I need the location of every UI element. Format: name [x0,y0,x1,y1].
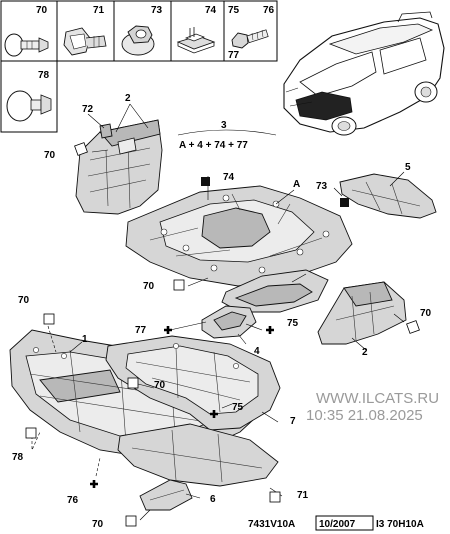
legend-ref-70: 70 [36,5,48,16]
callout-70-b: 70 [143,281,155,292]
part-2-left-shield [75,119,163,215]
legend-ref-76: 76 [263,5,275,16]
callout-71: 71 [297,490,309,501]
footer: 7431V10A 10/2007 I3 70H10A [248,515,424,531]
footer-code: 7431V10A [248,519,295,530]
bolt-markers [90,326,274,488]
push-rivet-icon [4,33,49,57]
callout-A: A [293,179,300,190]
legend-ref-75: 75 [228,5,240,16]
callout-75-b: 75 [232,402,244,413]
callout-70-f: 70 [92,519,104,530]
clip-fastener-icon [63,27,107,56]
callout-5: 5 [405,162,411,173]
part-A-undertray [125,185,353,287]
part-1-lower-strip [117,423,279,487]
watermark-site: WWW.ILCATS.RU [316,390,439,407]
callout-1: 1 [82,334,88,345]
part-6-bracket [139,479,193,511]
callout-70-d: 70 [420,308,432,319]
callout-76: 76 [67,495,79,506]
callout-70-e: 70 [154,380,166,391]
part-4-tray [201,305,257,339]
legend-ref-77: 77 [228,50,240,61]
reference-boxes [25,142,420,527]
part-7-center-shield [105,335,281,431]
watermark: WWW.ILCATS.RU 10:35 21.08.2025 [306,390,439,424]
flange-nut-icon [121,25,155,56]
legend-ref-78: 78 [38,70,50,81]
footer-ref: I3 70H10A [376,519,424,530]
callout-72: 72 [82,104,94,115]
callout-74: 74 [223,172,235,183]
callout-75-a: 75 [287,318,299,329]
vehicle-location-icon [283,11,445,136]
callout-2-right: 2 [362,347,368,358]
callout-77: 77 [135,325,147,336]
callout-70-a: 70 [44,150,56,161]
callout-2-top: 2 [125,93,131,104]
part-5-right-shield [339,173,437,219]
part-A-rear-extension [221,269,329,313]
fastener-legend: 70 71 73 74 75 76 [0,0,278,133]
bolt-icon [231,29,269,49]
callout-6: 6 [210,494,216,505]
callout-73: 73 [316,181,328,192]
callout-4: 4 [254,346,260,357]
callout-labels: 72 2 70 74 A 73 5 70 70 70 1 77 75 4 2 7… [12,93,432,530]
large-push-rivet-icon [6,90,52,122]
callout-70-c: 70 [18,295,30,306]
callout-78: 78 [12,452,24,463]
callout-7: 7 [290,416,296,427]
spring-nut-icon [176,27,216,54]
part-2-right-panel [317,281,407,345]
kit-formula: A + 4 + 74 + 77 [179,140,248,151]
kit-bracket: 3 A + 4 + 74 + 77 [177,120,277,151]
kit-ref-3: 3 [221,120,227,131]
footer-date: 10/2007 [319,519,356,530]
legend-ref-73: 73 [151,5,163,16]
legend-ref-71: 71 [93,5,105,16]
watermark-timestamp: 10:35 21.08.2025 [306,407,423,424]
legend-ref-74: 74 [205,5,217,16]
